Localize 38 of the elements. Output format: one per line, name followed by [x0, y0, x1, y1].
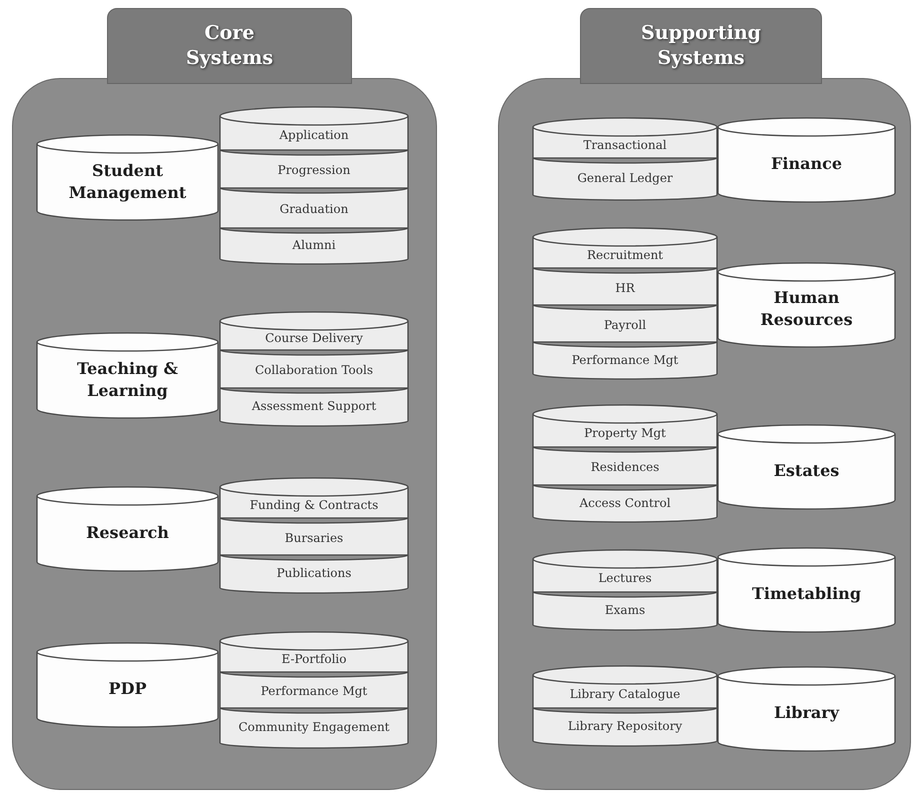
module-label: Library Catalogue: [568, 688, 682, 700]
module-label: Residences: [590, 461, 660, 474]
module-label: Recruitment: [586, 248, 664, 262]
module-label: Access Control: [578, 496, 672, 510]
module-label: Collaboration Tools: [254, 364, 374, 377]
module-label: Exams: [604, 604, 646, 617]
module-label: E-Portfolio: [280, 652, 348, 666]
module-label: Performance Mgt: [570, 354, 680, 366]
module-label: Alumni: [291, 239, 337, 252]
module-label: Transactional: [582, 138, 668, 152]
module-label: Payroll: [602, 318, 648, 332]
module-label: Lectures: [597, 572, 653, 584]
module-label: Course Delivery: [264, 332, 364, 344]
system-label: PDP: [108, 678, 148, 700]
module-label: Funding & Contracts: [248, 498, 380, 512]
system-label: Teaching & Learning: [76, 358, 179, 402]
module-label: Community Engagement: [237, 721, 390, 734]
system-label: Estates: [772, 460, 840, 482]
module-label: Application: [278, 129, 350, 142]
module-label: Library Repository: [566, 720, 684, 733]
module-label: Performance Mgt: [260, 685, 368, 698]
system-group-panel: [498, 8, 911, 790]
system-label: Timetabling: [750, 583, 862, 605]
module-label: Property Mgt: [583, 426, 667, 440]
module-label: Progression: [276, 164, 352, 177]
system-label: Finance: [770, 153, 843, 175]
system-label: Human Resources: [759, 287, 854, 331]
group-title: Core Systems: [184, 21, 274, 71]
module-label: HR: [614, 282, 636, 294]
module-label: Assessment Support: [250, 400, 378, 413]
module-label: Publications: [276, 567, 352, 580]
system-label: Research: [85, 522, 170, 544]
module-label: Graduation: [278, 203, 350, 216]
group-title: Supporting Systems: [640, 21, 762, 71]
module-label: Bursaries: [284, 532, 344, 544]
system-label: Library: [772, 702, 840, 724]
module-label: General Ledger: [576, 172, 674, 185]
system-label: Student Management: [68, 160, 188, 204]
